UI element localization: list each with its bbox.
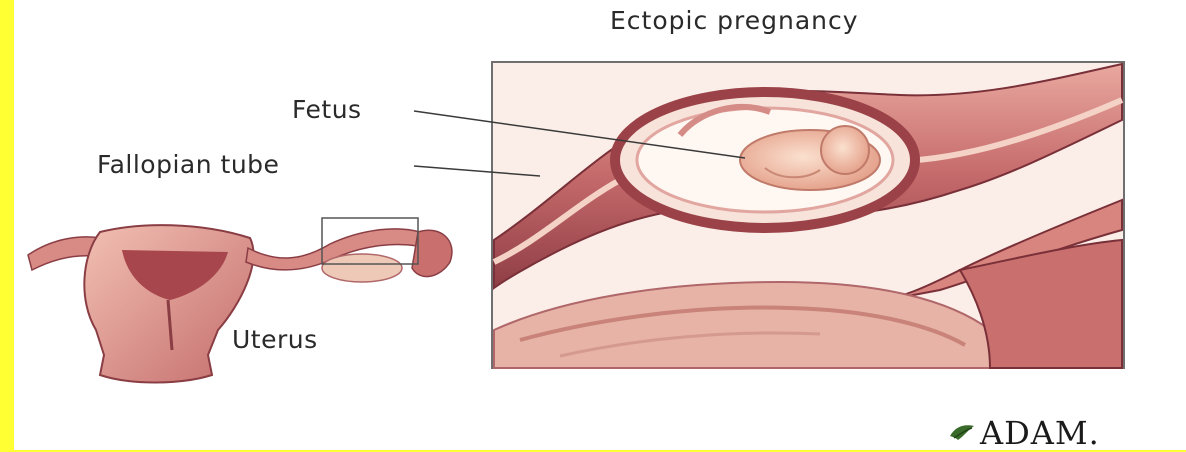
leaf-icon: [948, 422, 976, 444]
adam-logo: ADAM.: [948, 416, 1100, 450]
label-uterus: Uterus: [232, 325, 318, 354]
magnified-panel: [492, 62, 1124, 368]
diagram-title: Ectopic pregnancy: [610, 6, 859, 35]
label-fallopian-tube: Fallopian tube: [97, 150, 279, 179]
logo-text: ADAM.: [980, 414, 1100, 452]
uterus-illustration: [28, 218, 452, 383]
label-fetus: Fetus: [292, 95, 362, 124]
